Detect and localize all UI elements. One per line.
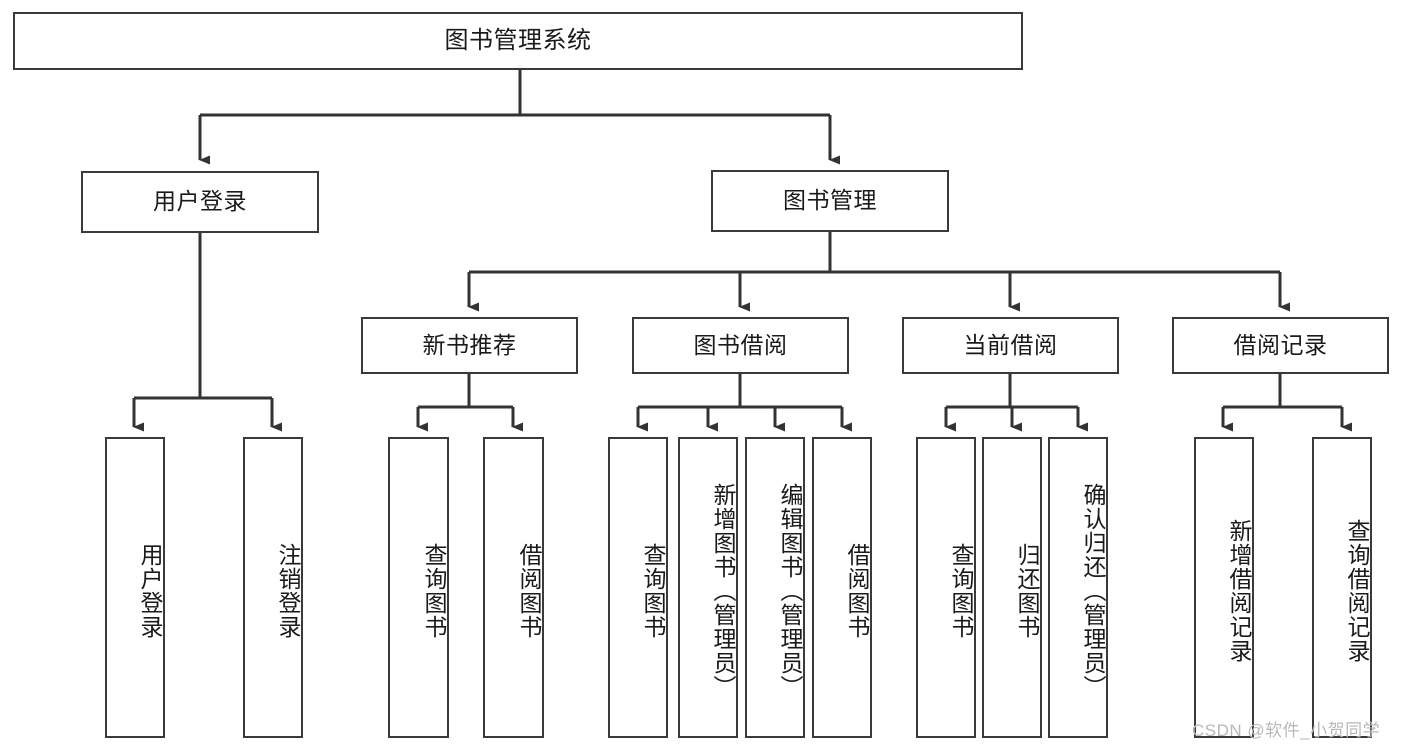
node-leaf-return-book[interactable]: 归还图书 (982, 437, 1042, 738)
node-leaf-query-book-current[interactable]: 查询图书 (916, 437, 976, 738)
node-leaf-borrow-book[interactable]: 借阅图书 (812, 437, 872, 738)
node-new-book-recommend[interactable]: 新书推荐 (361, 317, 578, 374)
node-leaf-confirm-return[interactable]: 确认归还（管理员） (1048, 437, 1108, 738)
node-leaf-borrow-book-label: 借阅图书 (844, 542, 870, 639)
node-root-system-label: 图书管理系统 (444, 26, 592, 54)
node-leaf-query-book-current-label: 查询图书 (948, 542, 974, 639)
node-book-borrow-label: 图书借阅 (693, 331, 788, 358)
node-borrow-record[interactable]: 借阅记录 (1172, 317, 1389, 374)
node-leaf-add-borrow-record-label: 新增借阅记录 (1226, 518, 1252, 663)
node-book-manage[interactable]: 图书管理 (711, 170, 949, 232)
node-leaf-query-book-recommend[interactable]: 查询图书 (388, 437, 449, 738)
node-leaf-query-borrow-record-label: 查询借阅记录 (1344, 518, 1370, 663)
node-leaf-query-book-borrow[interactable]: 查询图书 (608, 437, 668, 738)
node-current-borrow[interactable]: 当前借阅 (902, 317, 1119, 374)
node-user-login-label: 用户登录 (153, 188, 247, 215)
node-book-manage-label: 图书管理 (783, 187, 877, 214)
node-leaf-query-book-recommend-label: 查询图书 (421, 542, 447, 639)
node-current-borrow-label: 当前借阅 (963, 331, 1058, 358)
node-root-system[interactable]: 图书管理系统 (13, 12, 1023, 70)
node-book-borrow[interactable]: 图书借阅 (632, 317, 849, 374)
node-leaf-edit-book[interactable]: 编辑图书（管理员） (745, 437, 805, 738)
node-new-book-recommend-label: 新书推荐 (422, 331, 517, 358)
node-leaf-logout[interactable]: 注销登录 (243, 437, 303, 738)
node-leaf-query-book-borrow-label: 查询图书 (640, 542, 666, 639)
node-leaf-user-login[interactable]: 用户登录 (105, 437, 165, 738)
node-leaf-edit-book-label: 编辑图书（管理员） (777, 482, 803, 699)
node-borrow-record-label: 借阅记录 (1233, 331, 1328, 358)
node-leaf-return-book-label: 归还图书 (1014, 542, 1040, 639)
node-user-login[interactable]: 用户登录 (81, 171, 319, 233)
node-leaf-logout-label: 注销登录 (275, 542, 301, 639)
node-leaf-borrow-book-recommend[interactable]: 借阅图书 (483, 437, 544, 738)
node-leaf-confirm-return-label: 确认归还（管理员） (1080, 482, 1106, 699)
node-leaf-add-book-label: 新增图书（管理员） (710, 482, 736, 699)
node-leaf-query-borrow-record[interactable]: 查询借阅记录 (1312, 437, 1372, 738)
node-leaf-borrow-book-recommend-label: 借阅图书 (516, 542, 542, 639)
node-leaf-add-book[interactable]: 新增图书（管理员） (678, 437, 738, 738)
node-leaf-add-borrow-record[interactable]: 新增借阅记录 (1194, 437, 1254, 738)
node-leaf-user-login-label: 用户登录 (137, 542, 163, 639)
